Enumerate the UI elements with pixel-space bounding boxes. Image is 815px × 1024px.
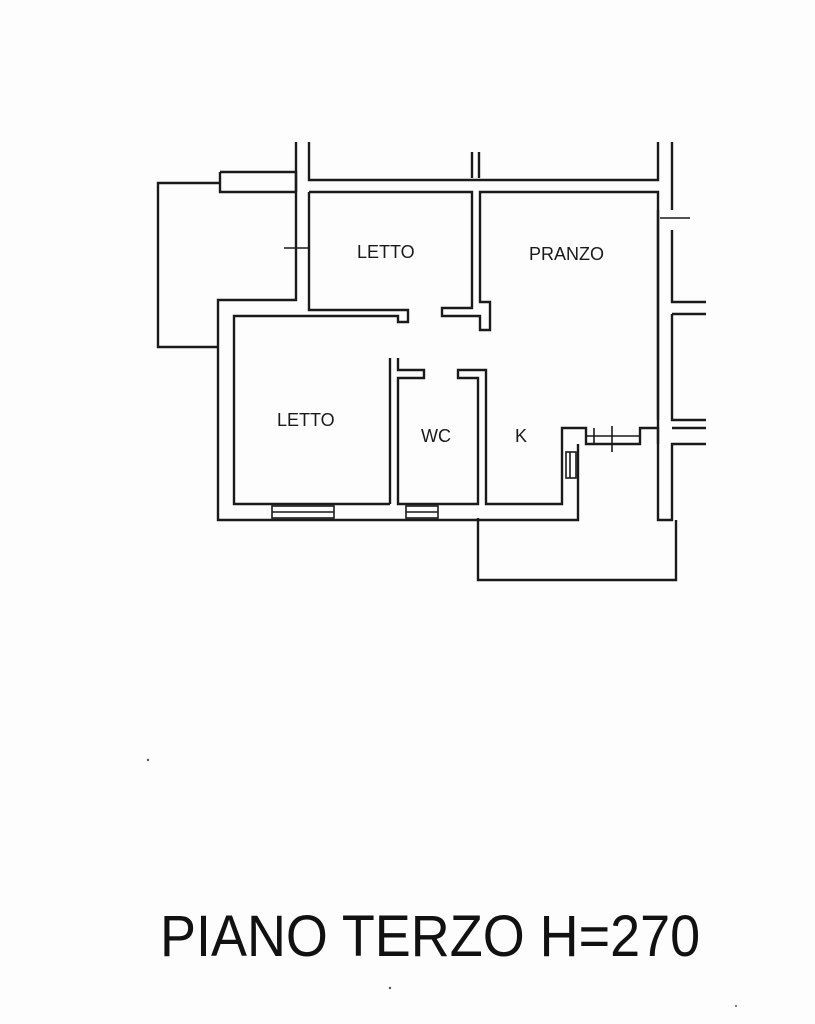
left-terrace-outline	[156, 181, 220, 349]
floor-title: PIANO TERZO H=270	[160, 904, 701, 969]
wc-and-kitchen-walls	[396, 358, 660, 506]
room-label-kitchen: K	[515, 426, 527, 446]
room-label-wc: WC	[421, 426, 451, 446]
right-outer-wall	[656, 210, 706, 522]
entry-wall	[220, 170, 298, 192]
scan-speck	[146, 758, 150, 762]
room-label-pranzo: PRANZO	[529, 244, 604, 264]
room-label-letto-upper: LETTO	[357, 242, 415, 262]
top-corridor-wall	[307, 142, 660, 182]
room-label-letto-lower: LETTO	[277, 410, 335, 430]
right-wall-window	[670, 230, 706, 304]
outer-wall-left-bottom	[216, 192, 580, 522]
upper-bedroom-walls	[309, 190, 660, 420]
scan-speck	[735, 1005, 737, 1007]
kitchen-flue	[565, 451, 577, 479]
inner-wall-lower-bedroom	[232, 192, 410, 506]
bottom-terrace-outline	[476, 518, 678, 582]
scan-speck	[388, 986, 392, 990]
entry-wall	[218, 172, 296, 194]
right-wall-lower	[670, 314, 706, 422]
